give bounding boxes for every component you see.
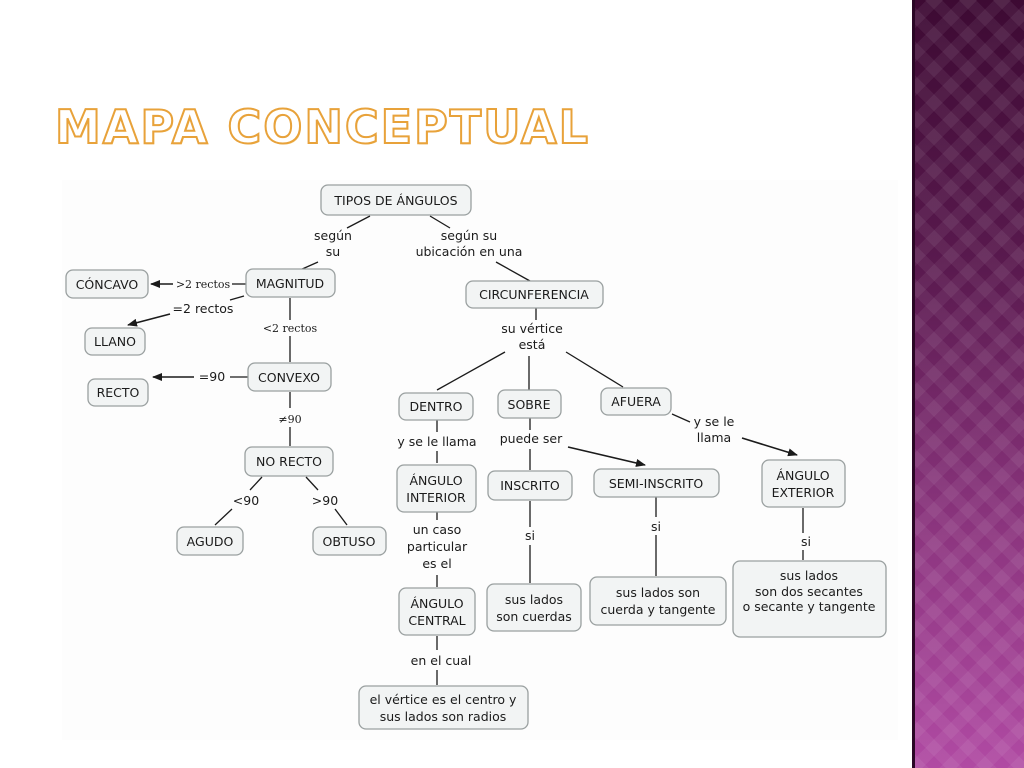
svg-text:o secante y tangente: o secante y tangente [743, 599, 876, 614]
svg-text:LLANO: LLANO [94, 334, 136, 349]
node-semi-inscrito: SEMI-INSCRITO [593, 468, 720, 498]
link-label-segun-ubicacion: ubicación en una [416, 244, 523, 259]
node-concavo: CÓNCAVO [65, 269, 149, 299]
node-vertice-centro: el vértice es el centro y sus lados son … [358, 685, 529, 730]
svg-text:DENTRO: DENTRO [409, 399, 462, 414]
link-label-igual-2-rectos: =2 rectos [173, 301, 234, 316]
svg-text:CENTRAL: CENTRAL [408, 613, 465, 628]
link-label-su-vertice-esta: su vértice [501, 321, 563, 336]
svg-text:ÁNGULO: ÁNGULO [409, 473, 462, 488]
svg-text:SOBRE: SOBRE [508, 397, 551, 412]
svg-text:INTERIOR: INTERIOR [406, 490, 466, 505]
link-label-en-el-cual: en el cual [411, 653, 472, 668]
svg-text:MAGNITUD: MAGNITUD [256, 276, 324, 291]
svg-text:AGUDO: AGUDO [187, 534, 234, 549]
svg-text:EXTERIOR: EXTERIOR [772, 485, 835, 500]
svg-text:sus lados son radios: sus lados son radios [380, 709, 507, 724]
svg-text:cuerda y tangente: cuerda y tangente [601, 602, 716, 617]
link-label-segun-ubicacion: según su [441, 228, 497, 243]
node-circunferencia: CIRCUNFERENCIA [465, 280, 604, 309]
node-sus-lados-secantes: sus lados son dos secantes o secante y t… [732, 560, 887, 638]
page-title: Mapa conceptual [54, 99, 590, 155]
svg-text:CÓNCAVO: CÓNCAVO [76, 277, 139, 292]
svg-text:sus lados: sus lados [505, 592, 563, 607]
link-label-segun-su: según [314, 228, 352, 243]
node-angulo-interior: ÁNGULO INTERIOR [396, 464, 477, 513]
node-recto: RECTO [87, 378, 149, 407]
svg-text:OBTUSO: OBTUSO [323, 534, 376, 549]
svg-text:AFUERA: AFUERA [611, 394, 661, 409]
node-convexo: CONVEXO [247, 362, 332, 392]
svg-text:NO RECTO: NO RECTO [256, 454, 322, 469]
link-label-caso-particular: es el [422, 556, 451, 571]
decorative-side-panel [912, 0, 1024, 768]
link-label-igual-90: =90 [199, 369, 225, 384]
svg-text:sus lados: sus lados [780, 568, 838, 583]
link-label-y-se-le-llama: y se le [694, 414, 735, 429]
link-label-si: si [525, 528, 535, 543]
link-label-se-le-llama: y se le llama [397, 434, 476, 449]
svg-text:ÁNGULO: ÁNGULO [776, 468, 829, 483]
svg-text:sus lados son: sus lados son [616, 585, 700, 600]
svg-text:INSCRITO: INSCRITO [500, 478, 560, 493]
link-label-caso-particular: particular [407, 539, 468, 554]
concept-map-background [62, 180, 898, 740]
link-label-caso-particular: un caso [413, 522, 462, 537]
svg-text:SEMI-INSCRITO: SEMI-INSCRITO [609, 476, 704, 491]
node-no-recto: NO RECTO [244, 446, 334, 477]
link-label-su-vertice-esta: está [519, 337, 546, 352]
node-magnitud: MAGNITUD [245, 268, 336, 298]
svg-text:son dos secantes: son dos secantes [755, 584, 863, 599]
link-label-menor-2-rectos: <2 rectos [263, 322, 318, 335]
node-angulo-exterior: ÁNGULO EXTERIOR [761, 459, 846, 508]
node-dentro: DENTRO [398, 392, 474, 421]
svg-text:el vértice es el centro y: el vértice es el centro y [370, 692, 517, 707]
node-afuera: AFUERA [600, 387, 672, 416]
svg-text:RECTO: RECTO [97, 385, 140, 400]
link-label-mayor-90: >90 [312, 493, 338, 508]
node-llano: LLANO [84, 327, 146, 356]
node-tipos-de-angulos: TIPOS DE ÁNGULOS [320, 184, 472, 216]
node-sobre: SOBRE [497, 389, 562, 419]
link-label-distinto-90: ≠90 [278, 413, 301, 426]
svg-text:ÁNGULO: ÁNGULO [410, 596, 463, 611]
node-sus-lados-cuerdas: sus lados son cuerdas [486, 583, 582, 632]
svg-text:TIPOS DE ÁNGULOS: TIPOS DE ÁNGULOS [333, 193, 457, 208]
link-label-y-se-le-llama: llama [697, 430, 731, 445]
node-angulo-central: ÁNGULO CENTRAL [398, 587, 476, 636]
link-label-si: si [801, 534, 811, 549]
link-label-puede-ser: puede ser [500, 431, 563, 446]
link-labels: según su según su ubicación en una >2 re… [173, 228, 811, 668]
node-inscrito: INSCRITO [487, 470, 573, 501]
node-sus-lados-cuerda-tangente: sus lados son cuerda y tangente [589, 576, 727, 626]
node-agudo: AGUDO [176, 526, 244, 556]
link-label-si: si [651, 519, 661, 534]
node-obtuso: OBTUSO [312, 526, 387, 556]
svg-text:son cuerdas: son cuerdas [496, 609, 572, 624]
link-label-menor-90: <90 [233, 493, 259, 508]
link-label-mayor-2-rectos: >2 rectos [176, 278, 231, 291]
link-label-segun-su: su [326, 244, 340, 259]
svg-text:CONVEXO: CONVEXO [258, 370, 320, 385]
svg-text:CIRCUNFERENCIA: CIRCUNFERENCIA [479, 287, 589, 302]
